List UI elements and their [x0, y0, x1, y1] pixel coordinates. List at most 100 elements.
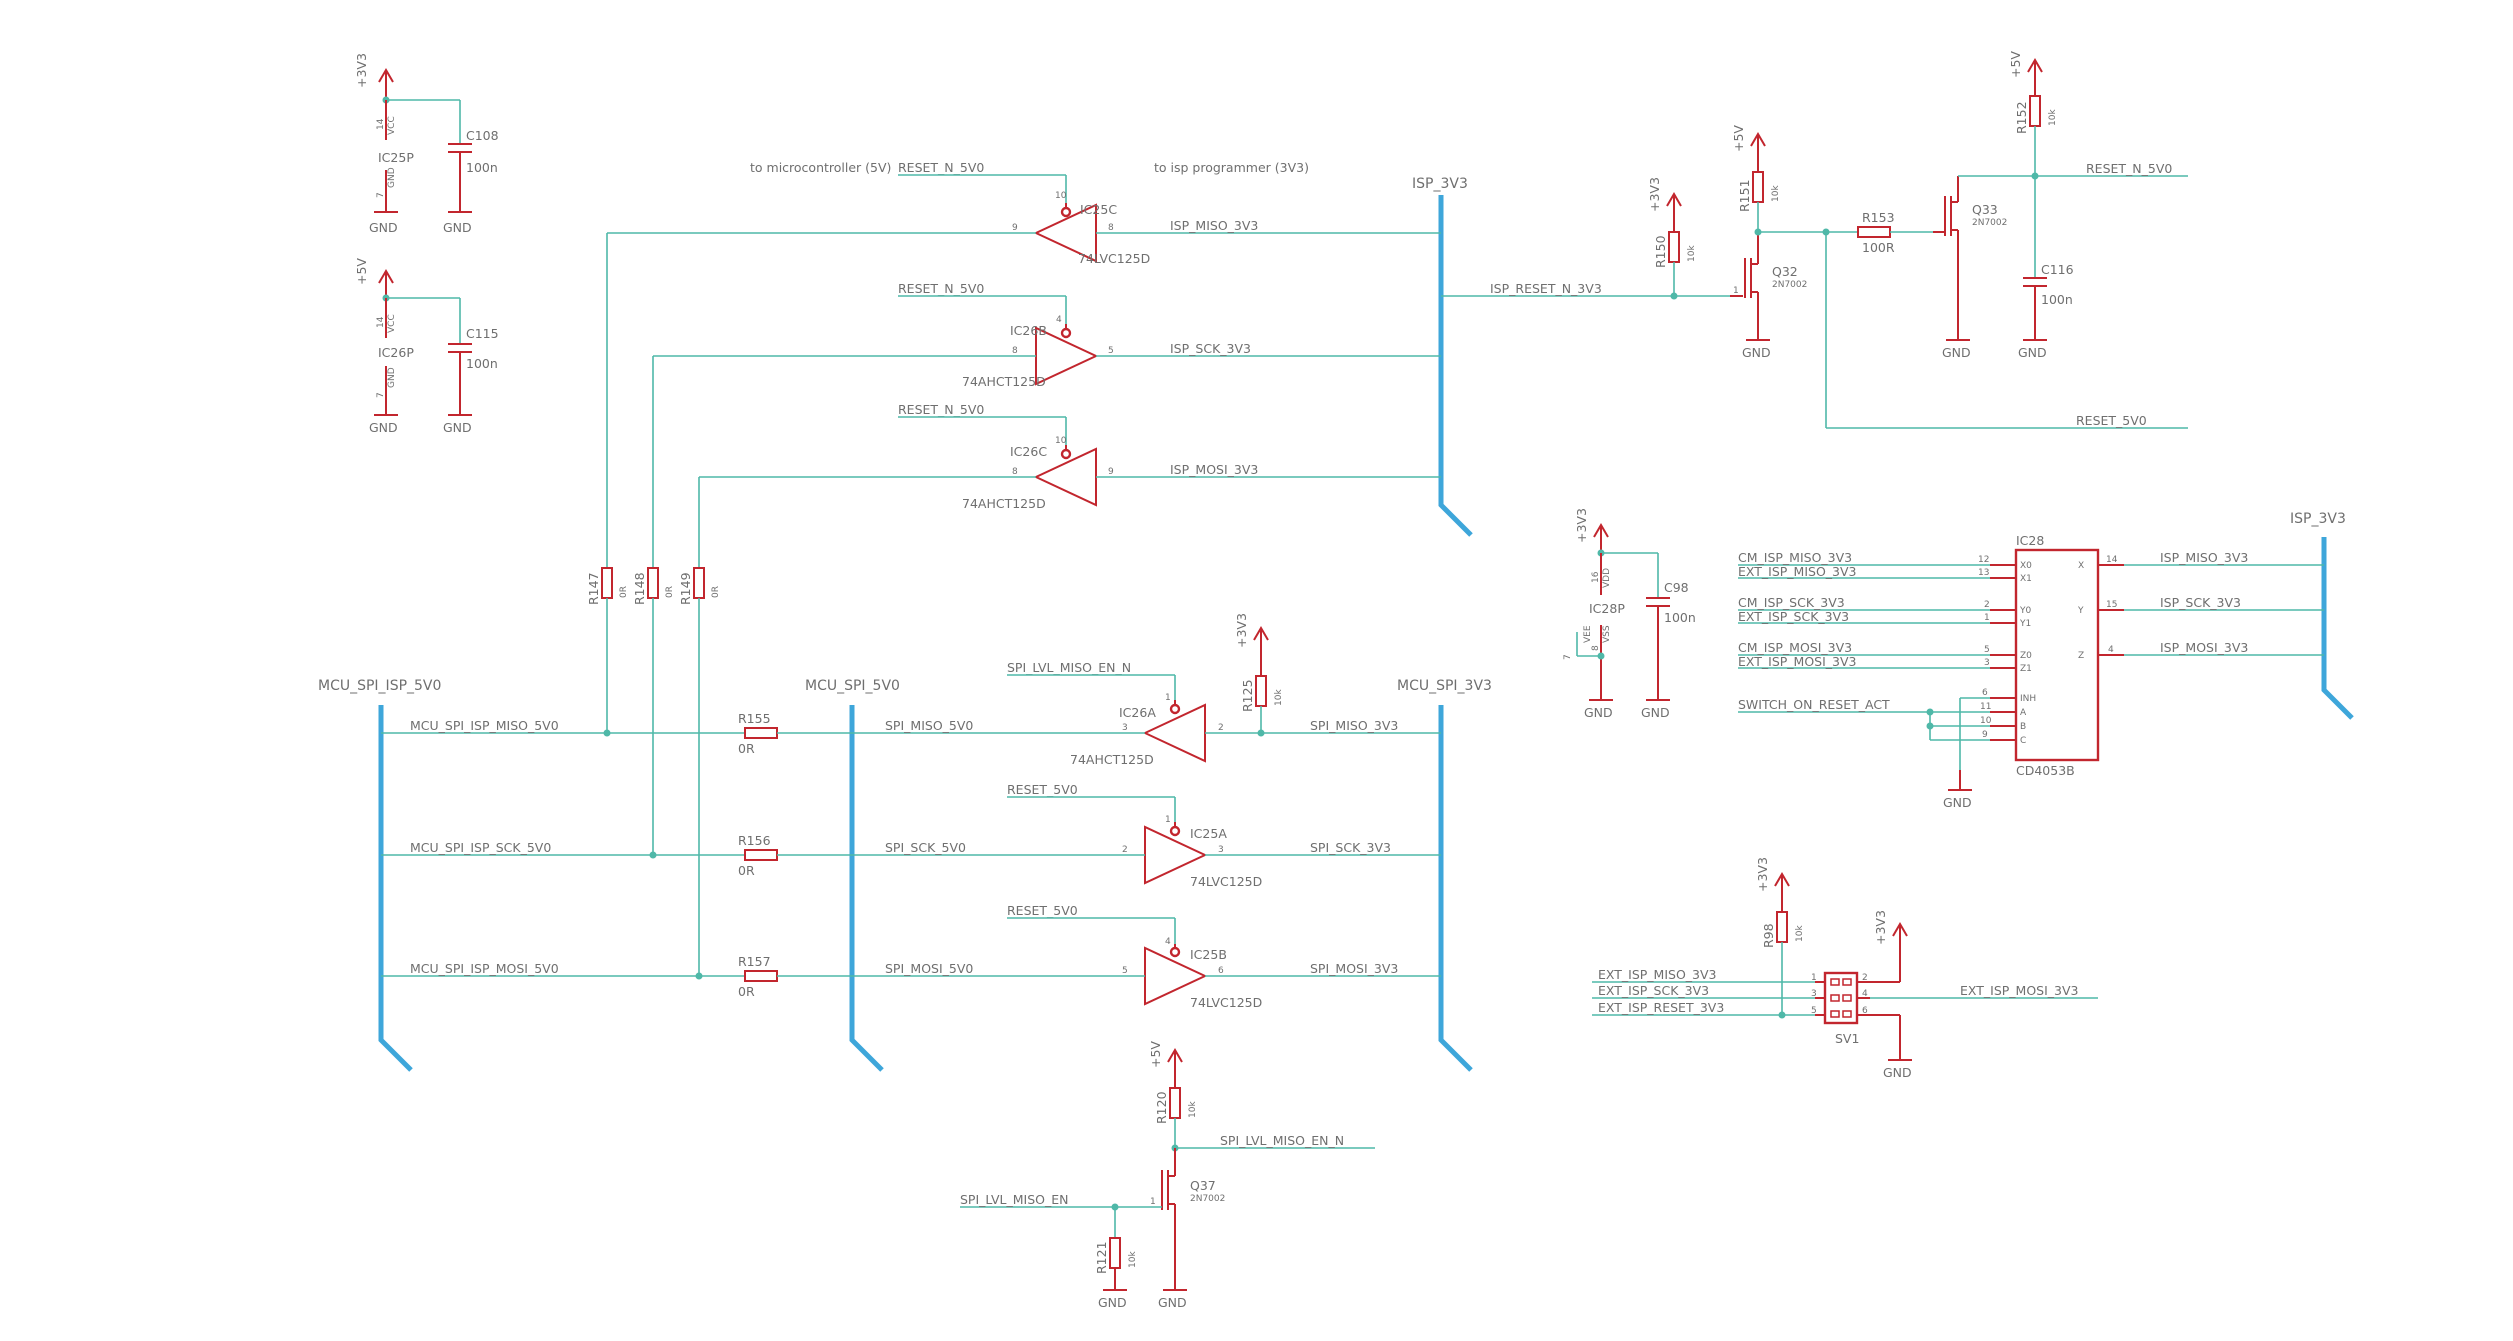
schematic-label: ISP_SCK_3V3 — [1170, 341, 1251, 356]
schematic-label: RESET_5V0 — [2076, 413, 2147, 428]
schematic-label: 7 — [1563, 654, 1573, 660]
buffer-ic26b: RESET_N_5V0 4 5 ISP_SCK_3V3 8 IC26B 74AH… — [653, 281, 1441, 389]
schematic-label: ISP_RESET_N_3V3 — [1490, 281, 1602, 296]
schematic-label: INH — [2020, 694, 2036, 704]
bus-label-isp-3v3: ISP_3V3 — [1412, 176, 1468, 192]
bus-label-mcu-spi-isp-5v0: MCU_SPI_ISP_5V0 — [318, 678, 441, 694]
schematic-label: 8 — [1108, 223, 1114, 233]
schematic-label: VCC — [387, 314, 397, 333]
ic25p-label: IC25P — [378, 150, 414, 165]
schematic-label: GND — [387, 367, 397, 388]
schematic-label: 5 — [1122, 966, 1128, 976]
schematic-label: 74AHCT125D — [962, 496, 1046, 511]
schematic-label: GND — [1942, 345, 1971, 360]
schematic-label: +5V — [2008, 51, 2023, 78]
schematic-label: C116 — [2041, 262, 2074, 277]
schematic-label: GND — [1158, 1295, 1187, 1310]
buffer-ic25c: RESET_N_5V0 10 8 ISP_MISO_3V3 9 IC25C 74… — [607, 160, 1441, 266]
schematic-label: Q37 — [1190, 1178, 1216, 1193]
schematic-label: 14 — [376, 118, 386, 130]
schematic-label: ISP_MISO_3V3 — [1170, 218, 1258, 233]
schematic-label: Z0 — [2020, 651, 2032, 661]
schematic-label: SPI_SCK_3V3 — [1310, 840, 1391, 855]
schematic-label: SWITCH_ON_RESET_ACT — [1738, 697, 1890, 712]
schematic-label: EXT_ISP_SCK_3V3 — [1738, 609, 1849, 624]
schematic-label: 74LVC125D — [1190, 995, 1262, 1010]
schematic-label: A — [2020, 708, 2027, 718]
schematic-label: R121 — [1094, 1241, 1109, 1274]
buffer-ic25a: RESET_5V0 1 SPI_SCK_5V0 2 3 SPI_SCK_3V3 … — [852, 782, 1441, 889]
schematic-label: Q33 — [1972, 202, 1998, 217]
schematic-label: EXT_ISP_MOSI_3V3 — [1960, 983, 2079, 998]
schematic-label: 14 — [2106, 555, 2118, 565]
isp-reset-shifter: ISP_RESET_N_3V3 +3V3 R150 10k 1 Q32 2N70… — [1441, 51, 2188, 429]
schematic-label: 10k — [1687, 245, 1697, 262]
schematic-label: 0R — [738, 984, 755, 999]
schematic-label: IC26B — [1010, 323, 1047, 338]
schematic-label: ISP_SCK_3V3 — [2160, 595, 2241, 610]
schematic-label: SV1 — [1835, 1031, 1859, 1046]
schematic-label: SPI_MOSI_3V3 — [1310, 961, 1398, 976]
schematic-label: R125 — [1240, 679, 1255, 712]
schematic-label: 4 — [1056, 315, 1062, 325]
schematic-label: VCC — [387, 116, 397, 135]
schematic-label: RESET_5V0 — [1007, 782, 1078, 797]
schematic-label: 10 — [1055, 436, 1067, 446]
schematic-label: SPI_MOSI_5V0 — [885, 961, 973, 976]
schematic-label: 8 — [1012, 346, 1018, 356]
schematic-label: Y1 — [2019, 619, 2031, 629]
schematic-label: RESET_5V0 — [1007, 903, 1078, 918]
schematic-label: X1 — [2020, 574, 2032, 584]
schematic-label: EXT_ISP_MISO_3V3 — [1598, 967, 1717, 982]
schematic-label: C115 — [466, 326, 499, 341]
schematic-label: 9 — [1108, 467, 1114, 477]
schematic-label: 14 — [376, 316, 386, 328]
schematic-label: SPI_MISO_3V3 — [1310, 718, 1398, 733]
schematic-label: C — [2020, 736, 2026, 746]
schematic-label: R150 — [1653, 235, 1668, 268]
schematic-label: 7 — [376, 392, 386, 398]
schematic-label: MCU_SPI_ISP_MISO_5V0 — [410, 718, 559, 733]
schematic-label: 100R — [1862, 240, 1895, 255]
schematic-label: 74AHCT125D — [962, 374, 1046, 389]
schematic-label: B — [2020, 722, 2026, 732]
schematic-label: 10k — [2048, 109, 2058, 126]
schematic-label: GND — [1584, 705, 1613, 720]
schematic-label: EXT_ISP_SCK_3V3 — [1598, 983, 1709, 998]
schematic-label: R148 — [632, 572, 647, 605]
schematic-label: R149 — [678, 572, 693, 605]
schematic-label: 100n — [466, 356, 498, 371]
schematic-label: 12 — [1978, 555, 1989, 565]
schematic-label: 9 — [1012, 223, 1018, 233]
schematic-label: +5V — [1148, 1041, 1163, 1068]
schematic-label: 2N7002 — [1772, 280, 1807, 290]
schematic-label: CM_ISP_MISO_3V3 — [1738, 550, 1852, 565]
schematic-label: +3V3 — [1647, 177, 1662, 212]
schematic-label: GND — [1742, 345, 1771, 360]
schematic-label: 5 — [1108, 346, 1114, 356]
schematic-label: R157 — [738, 954, 771, 969]
schematic-label: 0R — [619, 586, 629, 598]
schematic-label: RESET_N_5V0 — [898, 402, 984, 417]
schematic-label: 10 — [1980, 716, 1992, 726]
schematic-label: SPI_LVL_MISO_EN_N — [1007, 660, 1131, 675]
note-to-isp-programmer: to isp programmer (3V3) — [1154, 160, 1309, 175]
schematic-label: GND — [443, 220, 472, 235]
schematic-label: 11 — [1980, 702, 1991, 712]
bus-label-isp-3v3-2: ISP_3V3 — [2290, 511, 2346, 527]
bus-mcu-spi-3v3 — [1438, 705, 1473, 1072]
schematic-label: IC28 — [2016, 533, 2044, 548]
schematic-label: 1 — [1165, 693, 1171, 703]
schematic-label: Z — [2078, 651, 2084, 661]
schematic-label: ISP_MOSI_3V3 — [2160, 640, 2248, 655]
schematic-label: ISP_MOSI_3V3 — [1170, 462, 1258, 477]
schematic-label: 8 — [1012, 467, 1018, 477]
schematic-label: 1 — [1811, 973, 1817, 983]
schematic-label: 10k — [1128, 1251, 1138, 1268]
schematic-label: EXT_ISP_MOSI_3V3 — [1738, 654, 1857, 669]
schematic-label: 13 — [1978, 568, 1989, 578]
schematic-label: GND — [1883, 1065, 1912, 1080]
schematic-label: Z1 — [2020, 664, 2032, 674]
schematic-label: 2N7002 — [1972, 218, 2007, 228]
